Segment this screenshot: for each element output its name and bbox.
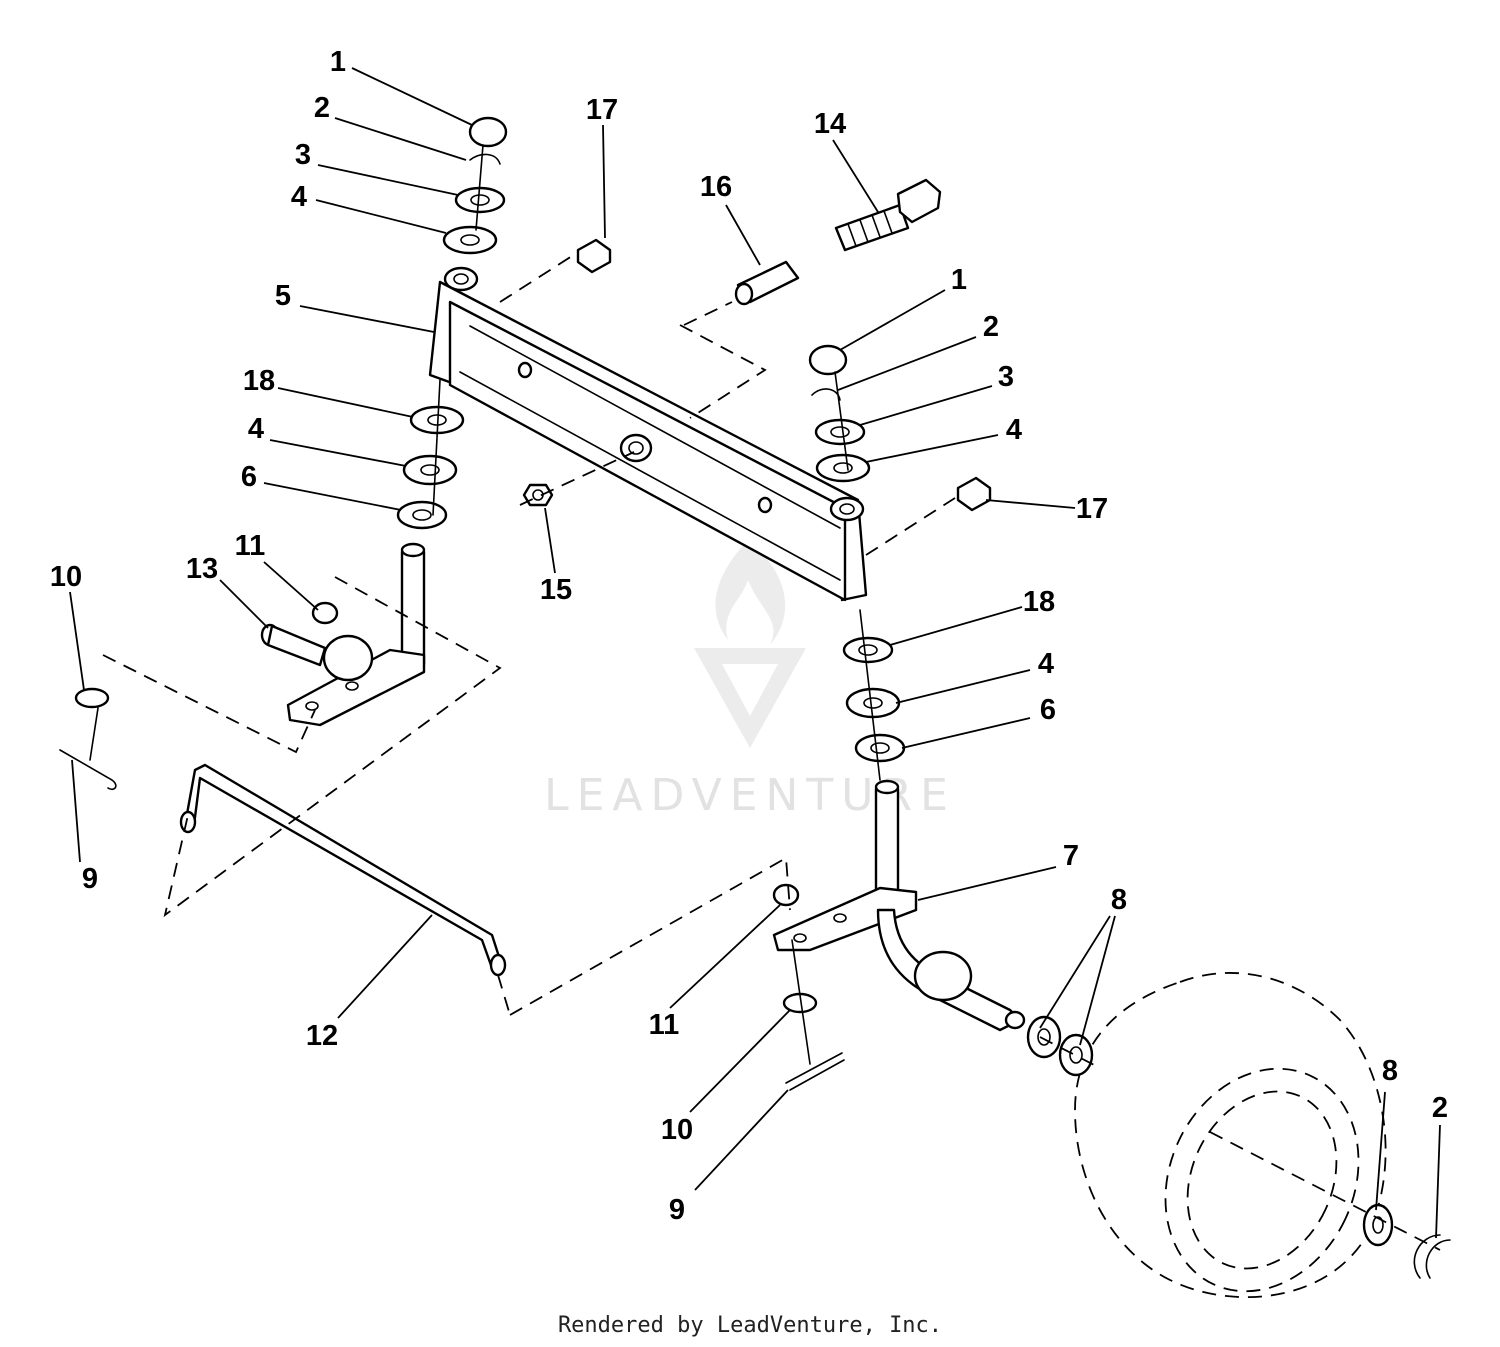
flame-logo-icon <box>715 540 786 645</box>
callout-8: 8 <box>1382 1055 1398 1087</box>
callout-2: 2 <box>983 311 999 343</box>
callout-1: 1 <box>951 264 967 296</box>
right-spindle <box>772 779 1026 1032</box>
callout-4: 4 <box>1038 648 1054 680</box>
left-spindle <box>286 542 426 727</box>
callout-14: 14 <box>814 108 846 140</box>
callout-16: 16 <box>700 171 732 203</box>
callout-10: 10 <box>661 1114 693 1146</box>
callout-8: 8 <box>1111 884 1127 916</box>
callout-4: 4 <box>248 413 264 445</box>
right-washer-stack <box>808 344 906 763</box>
callout-12: 12 <box>306 1020 338 1052</box>
callout-18: 18 <box>243 365 275 397</box>
assembly-lines <box>89 144 1441 1251</box>
callout-3: 3 <box>295 139 311 171</box>
callout-9: 9 <box>669 1194 685 1226</box>
callout-5: 5 <box>275 280 291 312</box>
callout-10: 10 <box>50 561 82 593</box>
callout-17: 17 <box>586 94 618 126</box>
tie-rod <box>179 763 507 977</box>
callout-15: 15 <box>540 574 572 606</box>
footer-credit: Rendered by LeadVenture, Inc. <box>557 1313 943 1338</box>
callout-4: 4 <box>291 181 307 213</box>
callout-2: 2 <box>314 92 330 124</box>
leader-lines <box>69 67 1441 1239</box>
callout-labels: 1 2 3 4 5 18 4 6 17 16 14 1 2 3 4 17 15 … <box>50 46 1448 1226</box>
callout-17: 17 <box>1076 493 1108 525</box>
callout-18: 18 <box>1023 586 1055 618</box>
callout-13: 13 <box>186 553 218 585</box>
callout-1: 1 <box>330 46 346 78</box>
callout-6: 6 <box>241 461 257 493</box>
v-logo-icon <box>694 648 806 748</box>
callout-11: 11 <box>649 1009 680 1041</box>
callout-6: 6 <box>1040 694 1056 726</box>
callout-3: 3 <box>998 361 1014 393</box>
watermark: LEADVENTURE <box>544 540 948 821</box>
left-washer-stack <box>396 116 508 530</box>
callout-7: 7 <box>1063 840 1079 872</box>
callout-11: 11 <box>235 530 266 562</box>
axle-beam <box>428 266 868 602</box>
callout-9: 9 <box>82 863 98 895</box>
callout-2: 2 <box>1432 1092 1448 1124</box>
fasteners <box>59 178 992 1091</box>
callout-4: 4 <box>1006 414 1022 446</box>
front-wheel <box>1026 972 1451 1299</box>
